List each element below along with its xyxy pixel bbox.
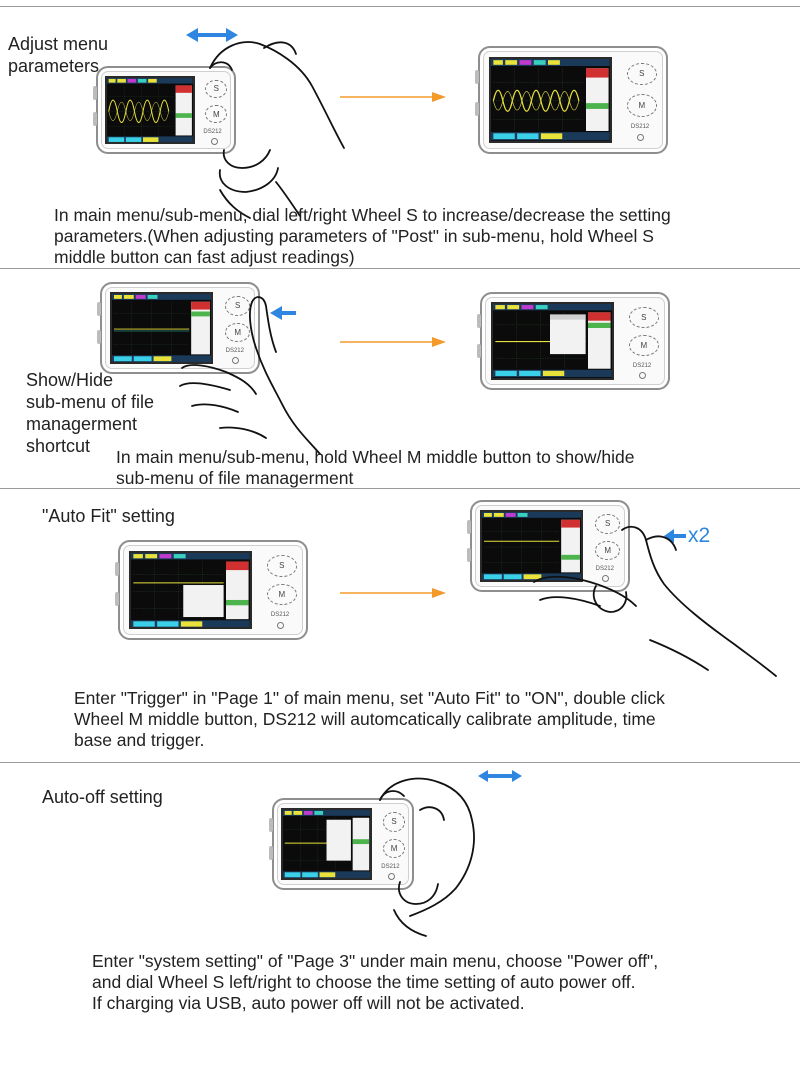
section-description: In main menu/sub-menu, dial left/right W… <box>54 205 671 267</box>
model-label: DS212 <box>225 348 244 355</box>
press-gesture-icon <box>270 306 296 325</box>
device-screen <box>104 75 195 145</box>
device-screen <box>280 807 372 881</box>
device-illustration: S M DS212 <box>97 282 260 374</box>
device-screen <box>129 550 253 630</box>
section-divider <box>0 488 800 489</box>
device-screen <box>479 509 583 583</box>
model-label: DS212 <box>595 566 614 573</box>
device-illustration: S M DS212 <box>269 798 414 890</box>
model-label: DS212 <box>381 864 400 871</box>
section-divider <box>0 6 800 7</box>
device-illustration: S M DS212 <box>475 46 668 154</box>
device-screen <box>489 57 613 143</box>
device-screen <box>109 291 213 365</box>
device-illustration: S M DS212 <box>477 292 670 390</box>
model-label: DS212 <box>270 612 290 619</box>
transition-arrow <box>340 586 446 605</box>
section-divider <box>0 762 800 763</box>
section-label-show-hide: Show/Hide sub-menu of file managerment s… <box>26 370 155 456</box>
transition-arrow <box>340 90 446 109</box>
section-description: Enter "Trigger" in "Page 1" of main menu… <box>74 688 665 750</box>
hand-illustration <box>360 770 510 945</box>
left-right-gesture-icon <box>478 768 522 789</box>
section-description: In main menu/sub-menu, hold Wheel M midd… <box>116 447 635 488</box>
device-illustration: S M DS212 <box>93 66 236 154</box>
transition-arrow <box>340 335 446 354</box>
model-label: DS212 <box>632 362 652 369</box>
hand-illustration <box>170 290 340 465</box>
model-label: DS212 <box>203 129 222 136</box>
hand-illustration <box>530 520 780 685</box>
left-right-gesture-icon <box>186 26 238 49</box>
section-label-auto-fit: "Auto Fit" setting <box>42 506 175 526</box>
hand-illustration <box>180 20 350 225</box>
device-screen <box>491 302 615 380</box>
model-label: DS212 <box>630 123 650 130</box>
double-click-count: x2 <box>688 524 711 547</box>
device-illustration: S M DS212 <box>115 540 308 640</box>
section-label-auto-off: Auto-off setting <box>42 787 163 807</box>
section-label-adjust-menu: Adjust menu parameters <box>8 34 109 76</box>
section-divider <box>0 268 800 269</box>
section-description: Enter "system setting" of "Page 3" under… <box>92 951 659 1013</box>
